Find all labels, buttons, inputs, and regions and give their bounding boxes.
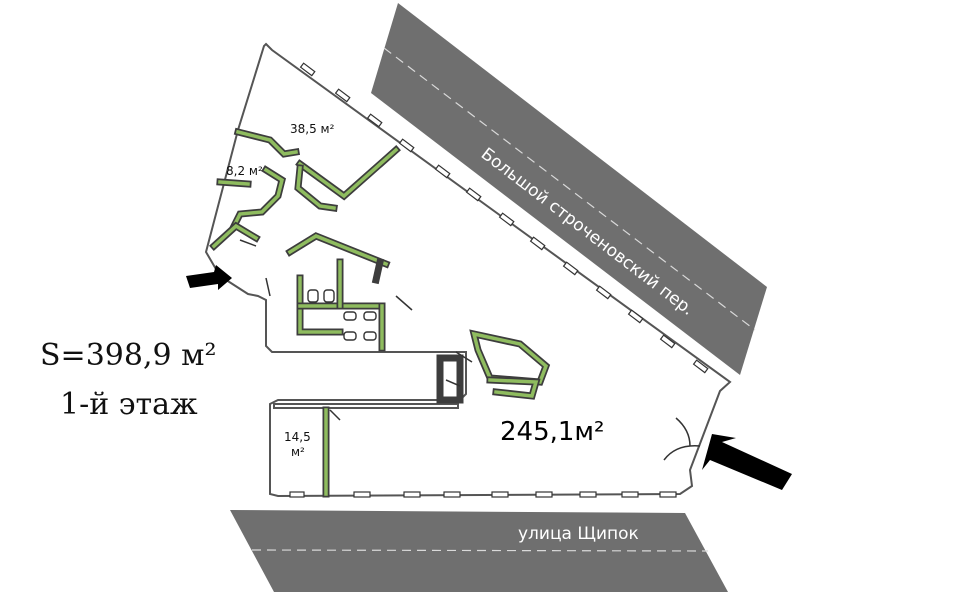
street-bottom-label: улица Щипок <box>518 524 639 544</box>
total-area: S=398,9 м² <box>40 338 216 373</box>
entrance-arrow-icon <box>186 265 232 290</box>
room-b-area: 8,2 м² <box>226 164 263 178</box>
inner-wall-band <box>273 403 459 409</box>
toilet-icon <box>307 289 377 341</box>
floor-label: 1-й этаж <box>60 387 198 422</box>
entrance-arrow-icon <box>702 434 792 490</box>
windows-bottom <box>289 491 677 498</box>
doors <box>239 239 701 461</box>
street-bottom: улица Щипок <box>230 510 728 592</box>
room-c-area-line1: 14,5 <box>284 430 311 444</box>
windows-top <box>299 62 709 374</box>
room-a-area: 38,5 м² <box>290 122 335 136</box>
partitions <box>209 127 551 498</box>
room-c-area-line2: м² <box>291 445 305 459</box>
hall-area: 245,1м² <box>500 417 604 447</box>
